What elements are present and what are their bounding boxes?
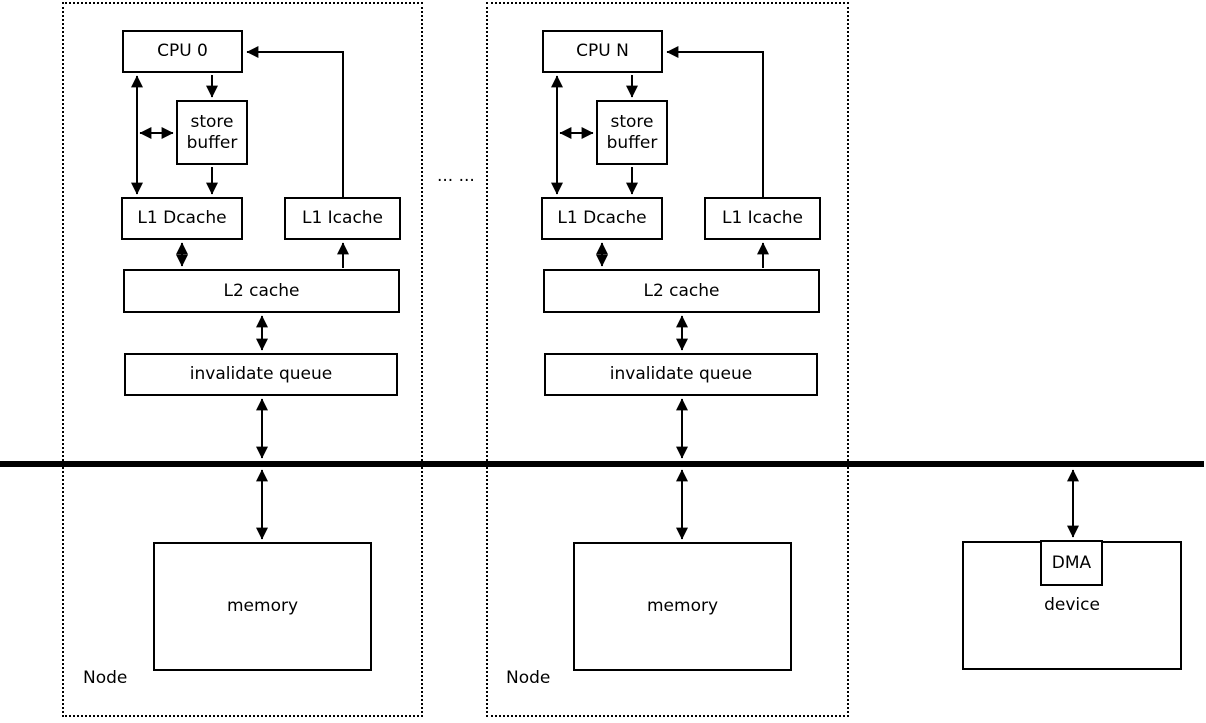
memory-box-1: memory (573, 542, 792, 671)
node-1-outline (486, 2, 849, 717)
node-1-arrows (551, 46, 769, 540)
invalidate-queue-box-1: invalidate queue (544, 353, 818, 396)
l1-icache-box-0: L1 Icache (284, 197, 401, 240)
arrow-l1icache-cpu-1 (666, 46, 764, 197)
l1-dcache-box-0: L1 Dcache (121, 197, 243, 240)
node-0-arrows (131, 46, 349, 540)
cpu-box-0: CPU 0 (122, 30, 243, 73)
memory-box-0: memory (153, 542, 372, 671)
invalidate-queue-box-0: invalidate queue (124, 353, 398, 396)
l1-dcache-box-1: L1 Dcache (541, 197, 663, 240)
arrow-l1icache-cpu-0 (246, 46, 344, 197)
dma-box: DMA (1040, 540, 1103, 586)
node-0-outline (62, 2, 423, 717)
l2-cache-box-0: L2 cache (123, 269, 400, 313)
cpu-box-1: CPU N (542, 30, 663, 73)
store-buffer-box-0: store buffer (176, 100, 248, 165)
node-label-1: Node (506, 668, 551, 688)
node-label-0: Node (83, 668, 128, 688)
ellipsis-label: ... ... (437, 166, 475, 186)
l2-cache-box-1: L2 cache (543, 269, 820, 313)
store-buffer-box-1: store buffer (596, 100, 668, 165)
l1-icache-box-1: L1 Icache (704, 197, 821, 240)
system-bus (0, 461, 1204, 467)
